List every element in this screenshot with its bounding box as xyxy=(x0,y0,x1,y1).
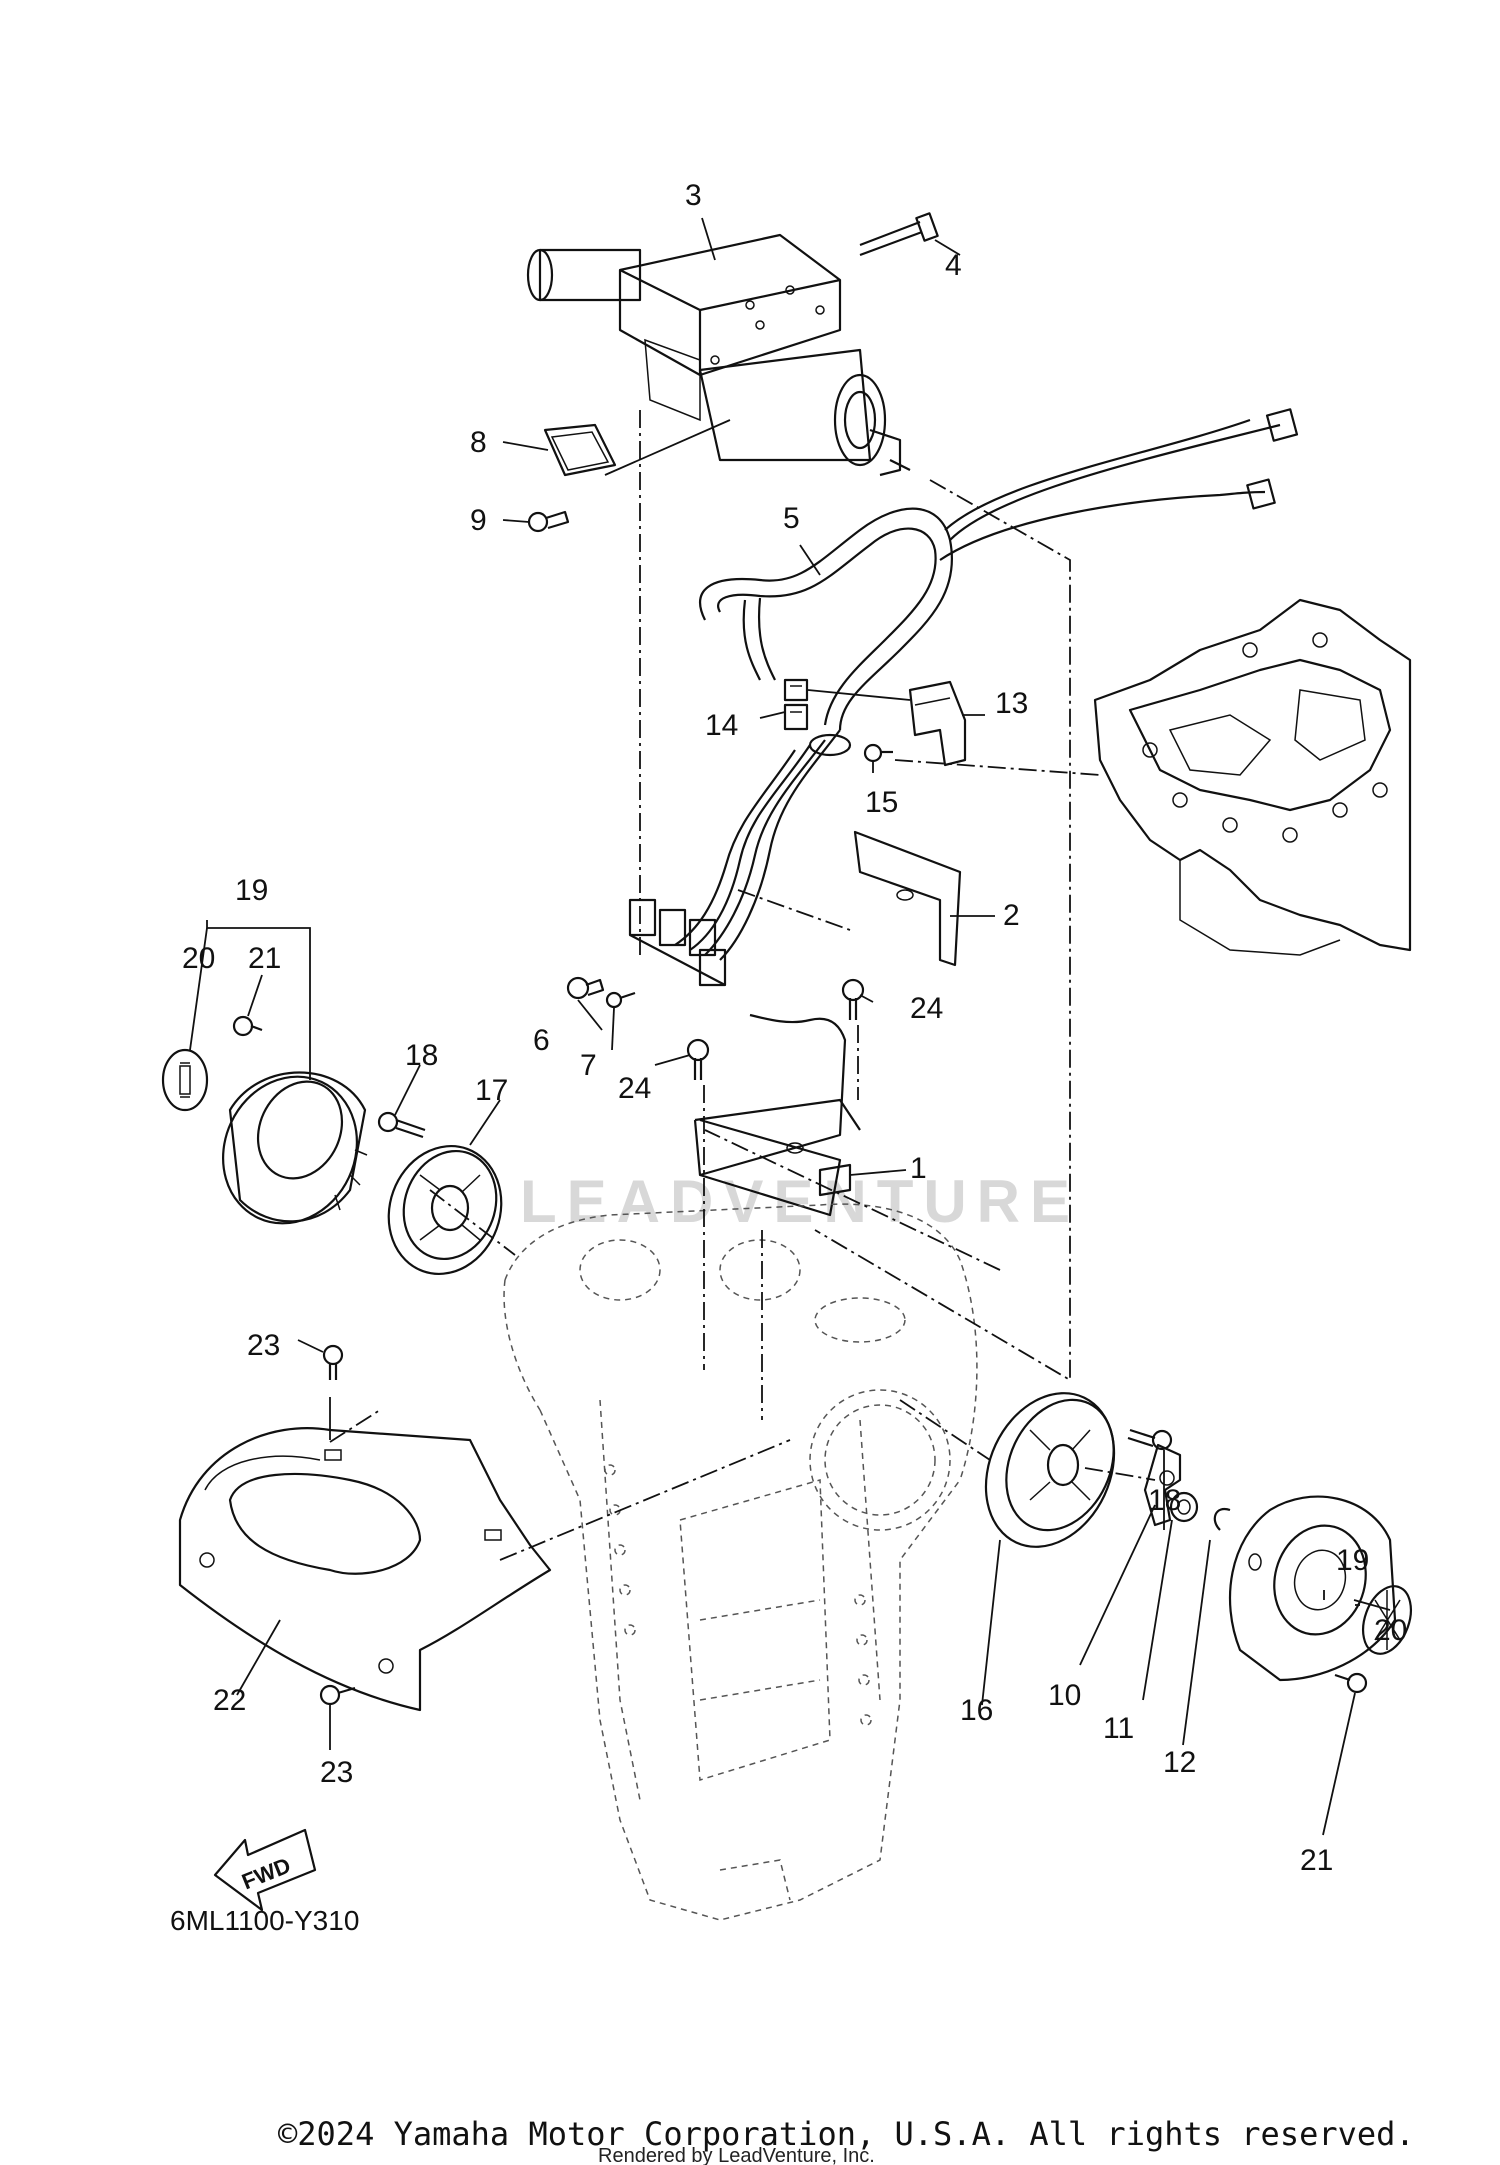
tilt-motor-assembly xyxy=(526,233,911,477)
callout-8: 8 xyxy=(470,426,487,459)
leader-lines xyxy=(189,217,1391,1836)
callout-22: 22 xyxy=(213,1684,246,1717)
cover-cap-19-right xyxy=(1228,1495,1397,1682)
label-20-left xyxy=(161,1048,209,1112)
flange-17 xyxy=(387,1144,503,1276)
callout-9: 9 xyxy=(470,504,487,537)
callout-14: 14 xyxy=(705,709,738,742)
fwd-label: FWD xyxy=(238,1852,294,1894)
bolt-4 xyxy=(859,212,939,257)
reference-lines xyxy=(329,410,1156,1561)
engine-block-outline xyxy=(1093,598,1412,956)
bracket-13 xyxy=(908,680,967,767)
screw-15 xyxy=(863,743,893,763)
callout-11: 11 xyxy=(1103,1712,1134,1745)
bracket-1 xyxy=(693,1013,861,1217)
callout-3: 3 xyxy=(685,179,702,212)
clip-12 xyxy=(1213,1507,1231,1531)
callout-19-left: 19 xyxy=(235,874,268,907)
callout-24-upper: 24 xyxy=(910,992,943,1025)
bolt-18-right xyxy=(1127,1428,1173,1451)
fwd-arrow-icon: FWD xyxy=(213,1828,317,1912)
bolt-24-upper xyxy=(841,978,865,1020)
callout-7: 7 xyxy=(580,1049,597,1082)
bolt-7 xyxy=(605,991,636,1009)
callout-21-right: 21 xyxy=(1300,1844,1333,1877)
cover-cap-19-left xyxy=(222,1071,368,1225)
callout-18-right: 18 xyxy=(1148,1484,1181,1517)
bolt-24-lower xyxy=(686,1038,710,1080)
callout-18-left: 18 xyxy=(405,1039,438,1072)
callout-1: 1 xyxy=(910,1152,927,1185)
callout-20-right: 20 xyxy=(1374,1614,1407,1647)
screw-9 xyxy=(527,510,570,533)
callout-21-left: 21 xyxy=(248,942,281,975)
bolt-6 xyxy=(566,976,605,1000)
screw-23-lower xyxy=(319,1684,356,1706)
diagram-code: 6ML1100-Y310 xyxy=(170,1905,359,1936)
relay-connectors xyxy=(628,898,727,987)
callout-12: 12 xyxy=(1163,1746,1196,1779)
callout-2: 2 xyxy=(1003,899,1020,932)
clip-14 xyxy=(783,678,809,731)
flange-16 xyxy=(984,1392,1116,1548)
watermark-text: LEADVENTURE xyxy=(520,1168,1080,1235)
callout-16: 16 xyxy=(960,1694,993,1727)
callout-4: 4 xyxy=(945,249,962,282)
lower-cover-22 xyxy=(178,1427,552,1712)
screw-23-upper xyxy=(322,1344,344,1380)
callout-labels: 3 4 8 9 5 13 14 15 2 19 20 21 6 7 24 24 … xyxy=(182,179,1407,1877)
callout-20-left: 20 xyxy=(182,942,215,975)
swivel-bracket-housing xyxy=(503,1203,978,1921)
callout-23-upper: 23 xyxy=(247,1329,280,1362)
copyright-text: ©2024 Yamaha Motor Corporation, U.S.A. A… xyxy=(278,2115,1415,2153)
heat-shield-2 xyxy=(853,830,962,967)
wire-harness-5 xyxy=(674,408,1299,961)
screw-21-left xyxy=(232,1015,263,1037)
callout-10: 10 xyxy=(1048,1679,1081,1712)
tab-washer-10 xyxy=(1143,1443,1182,1527)
callout-13: 13 xyxy=(995,687,1028,720)
nut-11 xyxy=(1169,1491,1199,1523)
callout-5: 5 xyxy=(783,502,800,535)
callout-6: 6 xyxy=(533,1024,550,1057)
callout-23-lower: 23 xyxy=(320,1756,353,1789)
rendered-by-text: Rendered by LeadVenture, Inc. xyxy=(598,2145,875,2165)
callout-17: 17 xyxy=(475,1074,508,1107)
callout-24-lower: 24 xyxy=(618,1072,651,1105)
cover-plate-8 xyxy=(543,423,617,477)
callout-15: 15 xyxy=(865,786,898,819)
screw-21-right xyxy=(1334,1672,1368,1694)
bolt-18-left xyxy=(377,1111,426,1139)
callout-19-right: 19 xyxy=(1336,1544,1369,1577)
